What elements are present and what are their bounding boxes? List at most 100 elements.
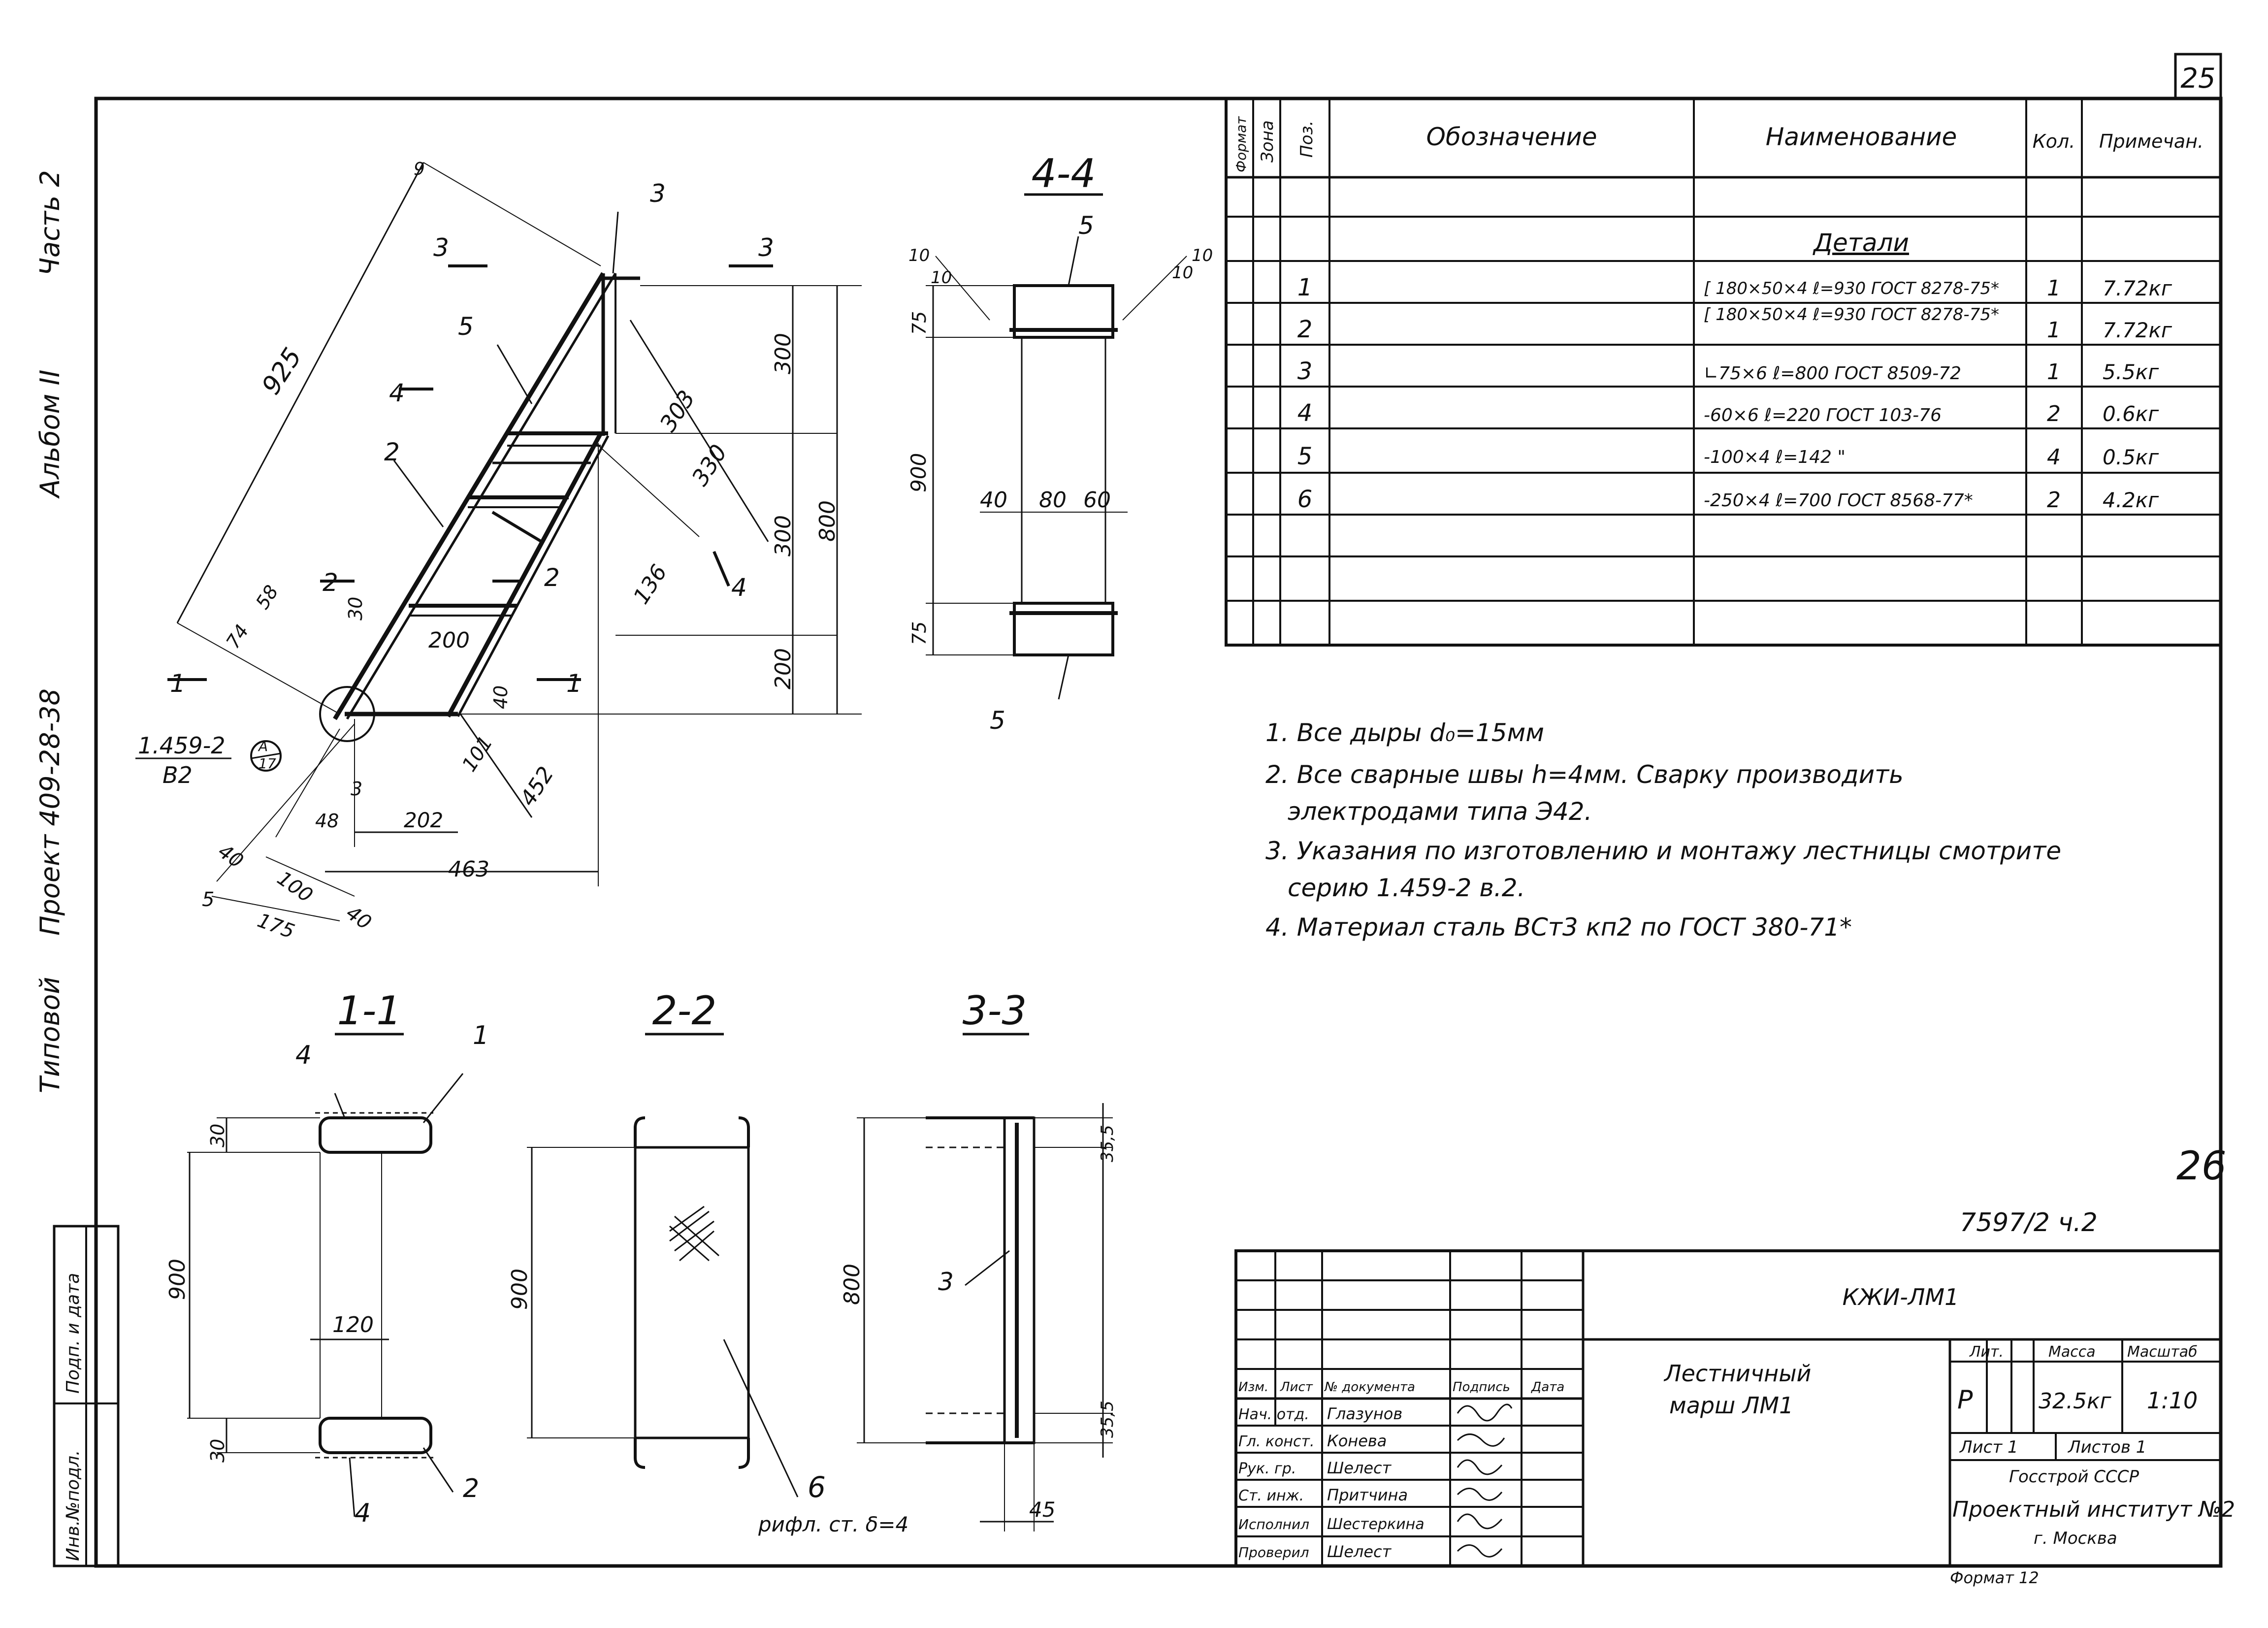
section-1-1 <box>187 1073 464 1517</box>
dim-label: 40 <box>342 902 375 935</box>
spec-row-name: [ 180×50×4 ℓ=930 ГОСТ 8278-75* <box>1704 305 1999 325</box>
weld-label: 10 <box>908 246 930 265</box>
section-2-2-labels: 900 6 рифл. ст. δ=4 <box>507 1269 908 1536</box>
view-title-4-4: 4-4 <box>1032 151 1096 196</box>
dim-label: 3 <box>351 778 362 800</box>
dim-label: 101 <box>458 732 497 776</box>
cut-label: 3 <box>433 233 449 262</box>
dim-label: 60 <box>1083 488 1111 513</box>
dim-label: 200 <box>428 628 470 653</box>
person-role: Ст. инж. <box>1238 1487 1304 1504</box>
spec-row-note: 0.5кг <box>2103 445 2159 469</box>
person-role: Гл. конст. <box>1238 1433 1315 1450</box>
cut-label: 2 <box>544 563 560 592</box>
view-title-1-1: 1-1 <box>337 988 402 1034</box>
ref-series: 1.459-2 <box>138 732 226 759</box>
section-1-1-labels: 4 1 4 2 30 30 900 120 <box>165 1021 489 1528</box>
cut-label: 1 <box>170 669 186 698</box>
dim-label: 35,5 <box>1098 1125 1117 1162</box>
dim-label: 40 <box>980 488 1007 513</box>
drawing-title-1: Лестничный <box>1663 1360 1811 1387</box>
dim-label: 35,5 <box>1098 1400 1117 1438</box>
section-4-4-labels: 5 5 10 10 10 10 75 75 900 40 80 60 <box>907 211 1213 735</box>
dim-label: 300 <box>771 515 796 556</box>
col-name: Наименование <box>1766 123 1957 151</box>
weld-label: 10 <box>1192 246 1213 265</box>
inv-cell-1: Инв.№подл. <box>63 1450 83 1561</box>
dim-label: 300 <box>771 333 796 374</box>
dim-label: 463 <box>448 857 489 882</box>
dim-label: 75 <box>908 621 930 645</box>
cut-label: 4 <box>731 573 747 602</box>
note-line: 3. Указания по изготовлению и монтажу ле… <box>1265 837 2061 865</box>
org-line-3: г. Москва <box>2034 1529 2117 1548</box>
col-pos: Поз. <box>1297 121 1317 158</box>
dim-label: 48 <box>315 810 339 832</box>
spec-row-note: 0.6кг <box>2103 402 2159 426</box>
section-2-2 <box>527 1116 799 1498</box>
main-view-labels: 925 303 330 136 300 300 800 200 200 452 … <box>138 159 840 944</box>
format-label: Формат 12 <box>1950 1568 2039 1587</box>
dim-label: 330 <box>686 440 732 490</box>
doc-ref: 7597/2 ч.2 <box>1960 1208 2098 1237</box>
sig-header: Изм. <box>1238 1380 1268 1395</box>
dim-label: 9 <box>414 159 425 179</box>
dim-label: 45 <box>1029 1498 1055 1522</box>
spec-row-qty: 2 <box>2047 401 2061 426</box>
person-name: Конева <box>1327 1432 1387 1450</box>
pos-label: 3 <box>650 179 666 208</box>
col-scale: Масштаб <box>2127 1343 2198 1361</box>
pos-label: 4 <box>355 1498 371 1528</box>
spec-row-pos: 4 <box>1297 399 1313 427</box>
person-role: Рук. гр. <box>1238 1460 1296 1477</box>
col-designation: Обозначение <box>1426 123 1597 151</box>
note-line: 2. Все сварные швы h=4мм. Сварку произво… <box>1265 760 1904 789</box>
spec-row-pos: 1 <box>1297 274 1313 301</box>
spec-row-qty: 4 <box>2047 445 2061 470</box>
lit-value: Р <box>1957 1385 1973 1415</box>
pos-label: 6 <box>808 1470 826 1504</box>
page-mark: 26 <box>2176 1143 2227 1189</box>
dim-label: 40 <box>490 685 512 709</box>
spec-row-qty: 1 <box>2047 276 2061 301</box>
pos-label: 1 <box>473 1021 489 1050</box>
spec-row-name: [ 180×50×4 ℓ=930 ГОСТ 8278-75* <box>1704 279 1999 298</box>
person-name: Шестеркина <box>1327 1516 1425 1533</box>
person-role: Нач. отд. <box>1238 1406 1309 1423</box>
dim-label: 202 <box>404 808 443 832</box>
dim-label: 75 <box>908 311 930 335</box>
dim-label: 74 <box>222 620 253 652</box>
col-zone: Зона <box>1258 120 1277 163</box>
section-3-3 <box>857 1103 1113 1531</box>
person-role: Проверил <box>1238 1544 1309 1561</box>
dim-label: 5 <box>202 888 214 911</box>
drawing-title-2: марш ЛМ1 <box>1669 1392 1793 1419</box>
title-block-labels: КЖИ-ЛМ1 Лестничный марш ЛМ1 Лит. Масса М… <box>1238 1284 2235 1587</box>
dim-label: 800 <box>840 1264 865 1305</box>
inv-cell-2: Подп. и дата <box>63 1273 83 1394</box>
col-qty: Кол. <box>2033 130 2075 152</box>
sig-header: № документа <box>1324 1380 1415 1395</box>
dim-label: 80 <box>1039 488 1067 513</box>
spec-table <box>1225 97 2222 647</box>
sheet-frame <box>94 97 2223 1568</box>
margin-typovoy: Типовой <box>34 977 65 1093</box>
sig-header: Лист <box>1280 1380 1313 1395</box>
dim-label: 200 <box>771 648 796 689</box>
cut-label: 1 <box>566 669 582 698</box>
margin-part: Часть 2 <box>34 170 65 276</box>
org-line-1: Госстрой СССР <box>2009 1467 2139 1487</box>
dim-label: 800 <box>815 500 840 542</box>
dim-label: 900 <box>907 453 931 492</box>
spec-row-name: -250×4 ℓ=700 ГОСТ 8568-77* <box>1704 490 1973 511</box>
scale-value: 1:10 <box>2147 1387 2198 1414</box>
dim-label: 100 <box>273 867 317 907</box>
org-line-2: Проектный институт №2 <box>1952 1497 2235 1522</box>
weld-label: 10 <box>1172 263 1193 283</box>
spec-row-note: 5.5кг <box>2103 360 2159 384</box>
dim-label: 58 <box>252 581 283 613</box>
sig-header: Дата <box>1531 1380 1564 1395</box>
dim-label: 40 <box>214 840 247 873</box>
spec-row-name: ∟75×6 ℓ=800 ГОСТ 8509-72 <box>1704 363 1961 384</box>
cut-label: 4 <box>389 379 405 407</box>
